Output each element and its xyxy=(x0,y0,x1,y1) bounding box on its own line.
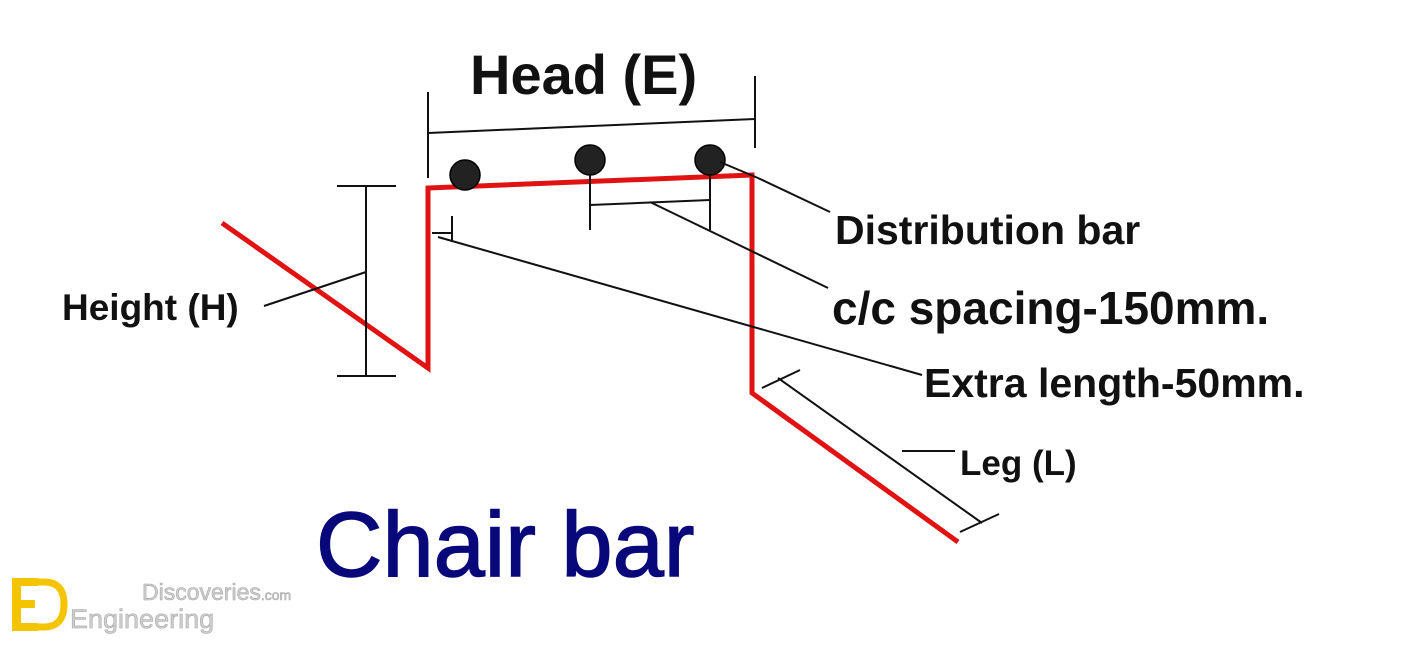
dimension-lines xyxy=(263,76,1000,533)
distribution-bar-leader-2 xyxy=(757,177,831,213)
diagram-title: Chair bar xyxy=(316,494,694,596)
distribution-bar-label: Distribution bar xyxy=(835,207,1140,253)
leg-dim-line xyxy=(777,377,983,524)
spacing-label: c/c spacing-150mm. xyxy=(832,282,1269,334)
engineering-discoveries-logo: Discoveries.com Engineering xyxy=(12,578,292,634)
leg-bottom-tick xyxy=(959,513,1000,533)
spacing-leader xyxy=(649,201,829,289)
extra-length-label: Extra length-50mm. xyxy=(924,360,1305,406)
distribution-bar-circle-1 xyxy=(449,159,481,191)
distribution-bar-circle-3 xyxy=(694,144,726,176)
logo-word-engineering: Engineering xyxy=(70,604,214,634)
extra-length-leader xyxy=(437,236,923,376)
height-leader xyxy=(263,271,367,307)
distribution-bar-circle-2 xyxy=(574,144,606,176)
distribution-bars xyxy=(449,144,726,191)
labels: Head (E) Distribution bar c/c spacing-15… xyxy=(62,43,1305,597)
distribution-bar-leader-1 xyxy=(719,161,759,179)
logo-word-discoveries: Discoveries.com xyxy=(142,579,291,605)
height-label: Height (H) xyxy=(62,287,239,328)
ed-monogram-icon xyxy=(12,578,68,631)
leg-label: Leg (L) xyxy=(960,444,1077,483)
head-label: Head (E) xyxy=(470,43,697,106)
head-dim-line xyxy=(427,118,756,134)
